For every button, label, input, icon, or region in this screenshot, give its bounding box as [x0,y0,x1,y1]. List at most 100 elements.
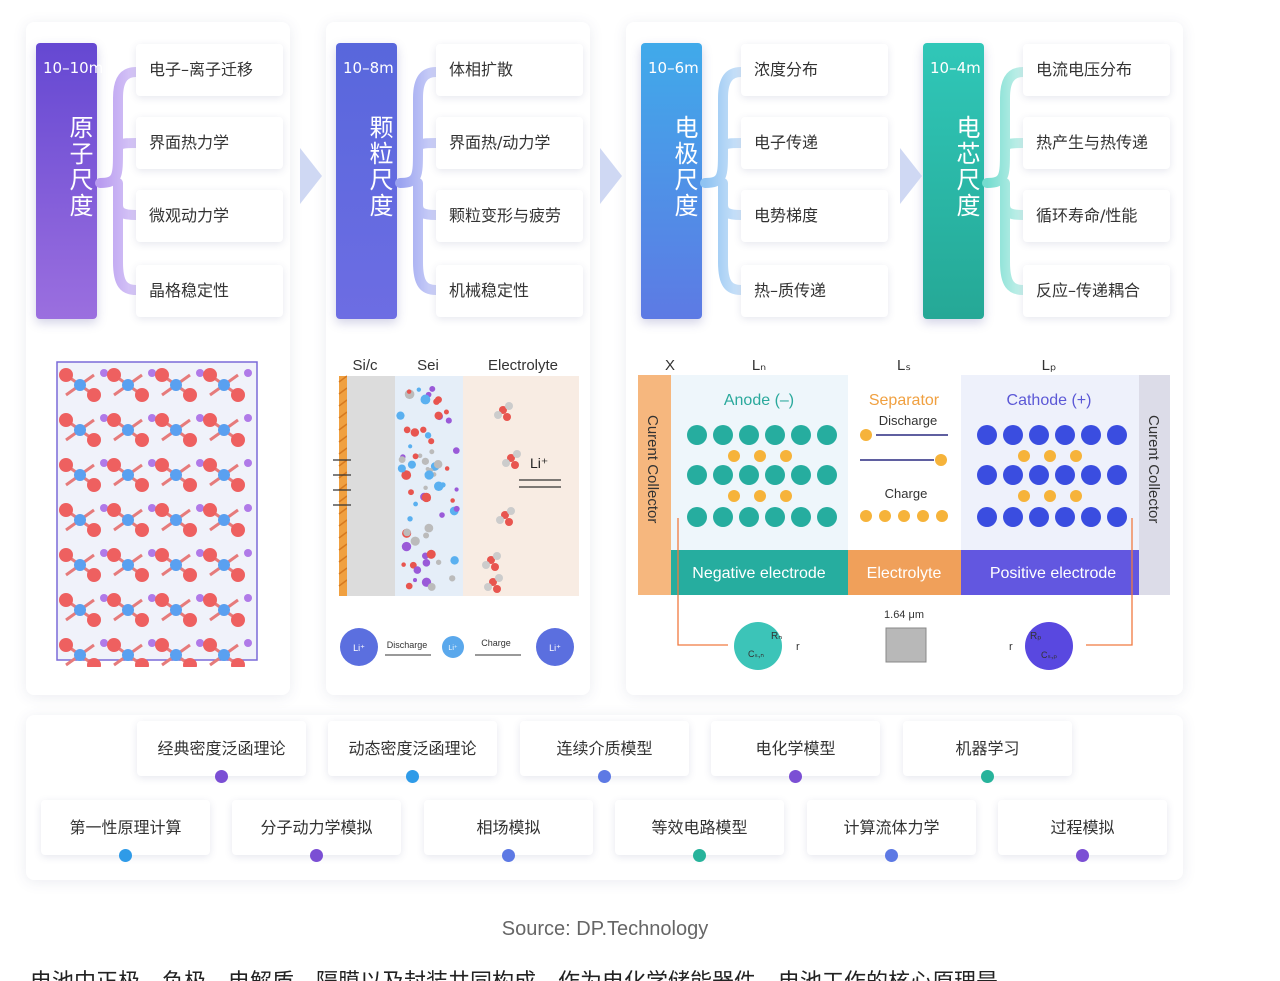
li-ion [898,510,910,522]
method-box: 动态密度泛函理论 [328,721,497,783]
sei-particle [396,411,405,420]
oxygen-atom [87,568,101,582]
oxygen-atom [135,568,149,582]
r-label-left: r [796,641,800,653]
lithium-atom [148,369,156,377]
scale-name: 电芯尺度 [952,115,980,219]
separator-label: Separator [869,392,940,409]
method-label: 连续介质模型 [556,739,653,758]
method-label: 经典密度泛函理论 [157,739,286,758]
oxygen-atom [59,593,73,607]
li-ion [917,510,929,522]
cathode-particle [1107,507,1127,527]
oxygen-atom [107,548,121,562]
cobalt-atom [218,604,230,616]
sei-particle [410,536,420,546]
positive-electrode-bar [961,550,1139,595]
oxygen-atom [155,368,169,382]
cobalt-atom [122,559,134,571]
cobalt-atom [218,514,230,526]
cathode-particle [1003,507,1023,527]
oxygen-atom [135,613,149,627]
lithium-atom [244,504,252,512]
sei-particle [420,426,427,433]
r-label-right: r [1009,641,1013,653]
topic-box: 热产生与热传递 [1023,117,1170,169]
topic-box: 界面热力学 [136,117,283,169]
lithium-atom [244,459,252,467]
oxygen-atom [107,593,121,607]
topic-box: 体相扩散 [436,44,583,96]
oxygen-atom [135,523,149,537]
cobalt-atom [74,424,86,436]
solvent-molecule [493,585,501,593]
cobalt-atom [74,379,86,391]
sei-particle [398,456,406,464]
topic-box: 电流电压分布 [1023,44,1170,96]
oxygen-atom [87,613,101,627]
sei-particle [433,459,443,469]
lithium-atom [148,594,156,602]
sei-particle [409,561,417,569]
method-box: 第一性原理计算 [41,800,210,862]
method-dot [885,849,898,862]
solvent-molecule [487,556,495,564]
negative-electrode-bar [671,550,848,595]
anode-particle [791,465,811,485]
csp-label: Cₛ,ₚ [1041,650,1057,660]
scale-exponent: 10–10m [43,59,104,77]
oxygen-atom [59,503,73,517]
scale-name: 颗粒尺度 [365,115,393,219]
method-label: 相场模拟 [476,818,541,837]
sei-particle [454,487,459,492]
cobalt-atom [218,424,230,436]
oxygen-atom [183,613,197,627]
lithium-atom [100,639,108,647]
particle-sei-illustration: Si/c Sei Electrolyte Li⁺ Li⁺ Discharge L… [333,357,579,666]
topic-box: 循环寿命/性能 [1023,190,1170,242]
sei-particle [427,583,436,591]
sei-particle [453,505,460,512]
oxygen-atom [231,478,245,492]
solvent-molecule [507,454,515,462]
oxygen-atom [231,613,245,627]
cobalt-atom [122,424,134,436]
lithium-atom [196,504,204,512]
cobalt-atom [74,559,86,571]
cobalt-atom [122,649,134,661]
method-dot [406,770,419,783]
li-ion-marker: Li⁺ [353,643,365,653]
method-label: 动态密度泛函理论 [348,739,477,758]
positive-electrode-label: Positive electrode [990,565,1116,582]
sei-particle [403,528,411,537]
sei-particle [428,438,435,445]
sei-particle [407,460,416,469]
oxygen-atom [231,433,245,447]
anode-particle [817,507,837,527]
oxygen-atom [183,658,197,667]
oxygen-atom [135,658,149,667]
anode-particle [791,507,811,527]
cathode-particle [1029,465,1049,485]
oxygen-atom [87,478,101,492]
solvent-molecule [493,552,501,560]
method-label: 第一性原理计算 [69,818,182,837]
cathode-particle [1003,425,1023,445]
method-box: 计算流体力学 [807,800,976,862]
bracket-atomic [95,67,141,295]
solvent-molecule [507,507,515,515]
topic-box: 机械稳定性 [436,265,583,317]
oxygen-atom [135,388,149,402]
sei-particle [401,541,412,552]
method-dot [1076,849,1089,862]
sei-particle [420,394,431,405]
li-ion-label: Li⁺ [530,455,548,471]
cathode-particle [1107,425,1127,445]
solvent-molecule [505,518,513,526]
lithium-atom [244,549,252,557]
csn-label: Cₛ,ₙ [748,649,764,659]
solvent-molecule [484,583,492,591]
cathode-particle [1003,465,1023,485]
solvent-molecule [502,459,510,467]
anode-particle [739,425,759,445]
